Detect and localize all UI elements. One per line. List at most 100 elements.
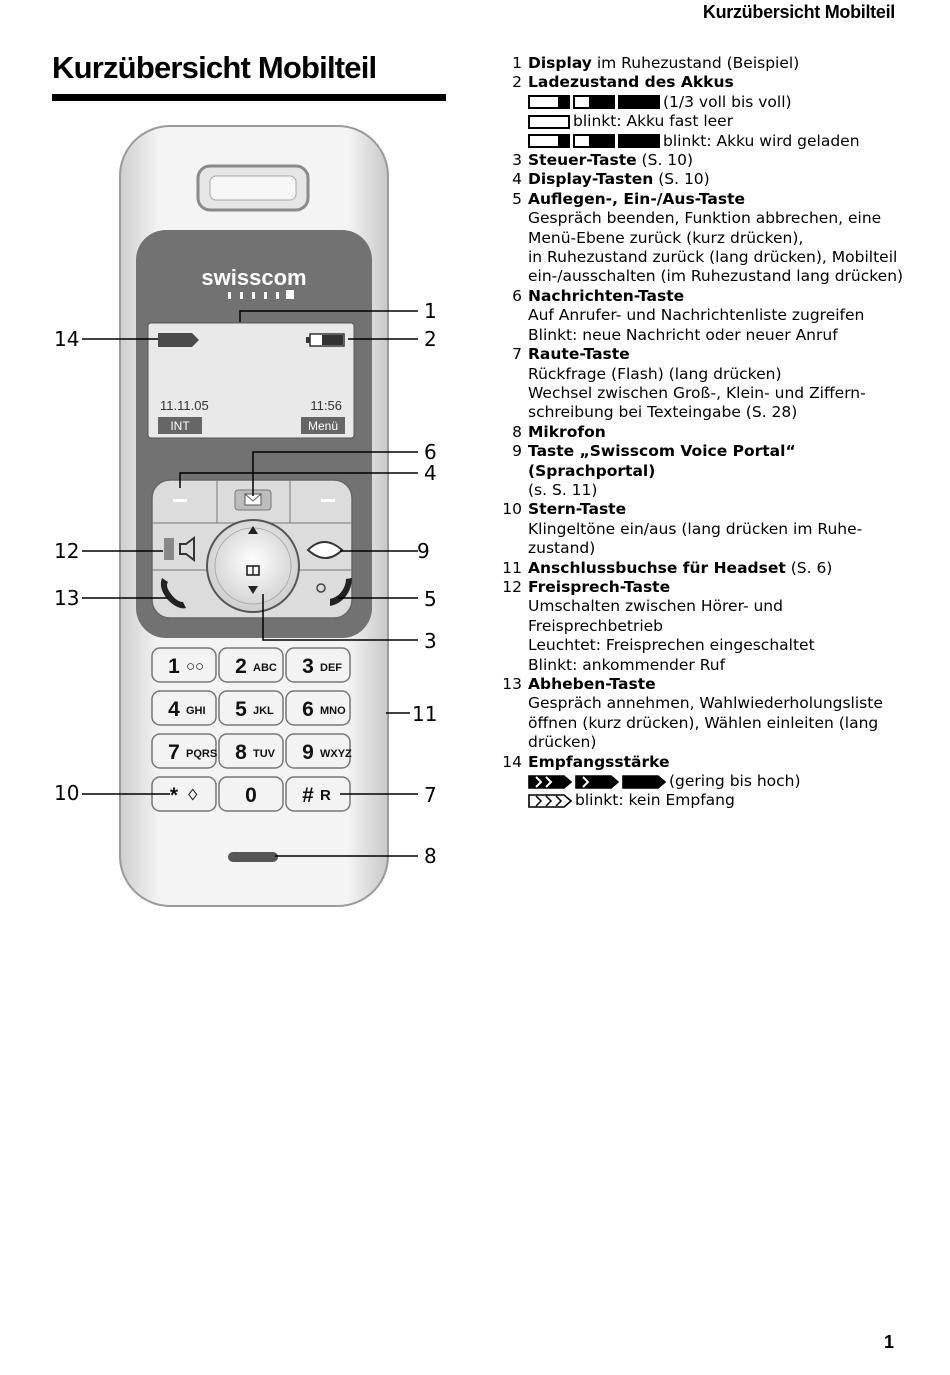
legend-number: 3 xyxy=(512,151,522,170)
legend-label: Display-Tasten xyxy=(528,170,654,189)
legend-number: 12 xyxy=(502,577,522,596)
legend-text: (S. 10) xyxy=(653,170,710,189)
key-letters: GHI xyxy=(186,705,206,717)
offhook-icon xyxy=(160,578,186,609)
legend-text: (S. 10) xyxy=(636,151,694,170)
legend-label: Stern-Taste xyxy=(528,500,627,519)
headset-socket xyxy=(164,538,174,560)
key-letters: ○○ xyxy=(186,658,204,675)
legend-number: 6 xyxy=(512,286,522,305)
callout-10: 10 xyxy=(54,781,79,805)
softkey-right-icon xyxy=(321,499,335,502)
brand-logo: swisscom xyxy=(201,265,306,290)
legend-item-1: 1 Display im Ruhezustand (Beispiel) xyxy=(490,54,910,73)
battery-symbol-icon xyxy=(528,134,570,149)
callout-9: 9 xyxy=(417,539,430,563)
legend-line: blinkt: kein Empfang xyxy=(528,791,910,810)
display xyxy=(147,322,355,439)
legend-line: Wechsel zwischen Groß-, Klein- und Ziffe… xyxy=(528,383,866,422)
battery-symbol-icon xyxy=(618,95,660,110)
display-time: 11:56 xyxy=(310,398,342,413)
key-11: 0 xyxy=(218,776,284,812)
legend-number: 14 xyxy=(502,752,522,771)
softkey-left-label: INT xyxy=(170,419,190,433)
legend-line: Auf Anrufer- und Nachrichtenliste zugrei… xyxy=(528,306,865,325)
callout-6: 6 xyxy=(424,440,437,464)
key-digit: 1 xyxy=(168,655,180,678)
signal-icon xyxy=(158,333,199,347)
key-letters: R xyxy=(320,787,331,804)
legend-label: Raute-Taste xyxy=(528,345,630,364)
callout-7: 7 xyxy=(424,783,437,807)
callout-13: 13 xyxy=(54,586,79,610)
callout-14: 14 xyxy=(54,327,79,351)
legend-label: Display xyxy=(528,54,592,72)
legend-label: Anschlussbuchse für Headset xyxy=(528,558,786,577)
legend-line: Blinkt: ankommender Ruf xyxy=(528,655,726,674)
legend-label: Steuer-Taste xyxy=(528,151,637,170)
legend-label: Mikrofon xyxy=(528,422,606,441)
page-title: Kurzübersicht Mobilteil xyxy=(52,50,377,85)
legend-number: 5 xyxy=(512,189,522,208)
key-letters: ABC xyxy=(253,662,277,674)
callout-5: 5 xyxy=(424,587,437,611)
key-letters: WXYZ xyxy=(320,748,352,760)
legend-line: blinkt: Akku fast leer xyxy=(528,112,910,131)
legend-number: 1 xyxy=(512,54,522,72)
key-8: 8 TUV xyxy=(218,733,284,769)
legend-number: 8 xyxy=(512,422,522,441)
key-digit: 8 xyxy=(235,741,247,764)
battery-symbol-icon xyxy=(573,134,615,149)
legend-line: Leuchtet: Freisprechen eingeschaltet xyxy=(528,636,815,655)
callout-12: 12 xyxy=(54,539,79,563)
legend-item-3: 3 Steuer-Taste (S. 10) xyxy=(490,151,910,170)
legend-line: Rückfrage (Flash) (lang drücken) xyxy=(528,364,782,383)
softkey-right-label: Menü xyxy=(308,419,338,433)
signal-symbol-icon xyxy=(528,794,572,808)
key-digit: 5 xyxy=(235,698,247,721)
legend-line: Klingeltöne ein/aus (lang drücken im Ruh… xyxy=(528,519,863,558)
legend-line: Gespräch annehmen, Wahlwiederholungslist… xyxy=(528,694,883,752)
display-date: 11.11.05 xyxy=(160,398,209,413)
legend-number: 2 xyxy=(512,73,522,92)
legend-number: 10 xyxy=(502,500,522,519)
signal-symbol-icon xyxy=(622,774,666,789)
callout-11: 11 xyxy=(412,702,437,726)
callout-8: 8 xyxy=(424,844,437,868)
nav-up-icon xyxy=(248,526,258,534)
key-letters: DEF xyxy=(320,662,342,674)
key-letters: TUV xyxy=(253,748,276,760)
signal-symbol-icon xyxy=(575,774,619,789)
callout-3: 3 xyxy=(424,629,437,653)
page-number: 1 xyxy=(883,1332,894,1352)
callout-1: 1 xyxy=(424,299,437,323)
legend-label: Abheben-Taste xyxy=(528,675,656,693)
softkey-left-icon xyxy=(173,499,187,502)
battery-symbol-icon xyxy=(528,95,570,110)
legend-line: (s. S. 11) xyxy=(528,480,598,499)
brand-dots xyxy=(228,290,294,299)
legend-line: Blinkt: neue Nachricht oder neuer Anruf xyxy=(528,325,838,344)
legend-text: (S. 6) xyxy=(785,558,833,577)
legend-line: Gespräch beenden, Funktion abbrechen, ei… xyxy=(528,209,882,247)
key-digit: 9 xyxy=(302,741,314,764)
battery-symbol-icon xyxy=(528,114,570,129)
legend-line: (1/3 voll bis voll) xyxy=(528,93,910,112)
legend-number: 7 xyxy=(512,345,522,364)
running-head: Kurzübersicht Mobilteil xyxy=(702,2,895,22)
title-rule xyxy=(52,94,446,101)
legend-label: Nachrichten-Taste xyxy=(528,286,685,305)
key-12: #R xyxy=(285,776,351,812)
legend-text: im Ruhezustand (Beispiel) xyxy=(591,54,800,72)
